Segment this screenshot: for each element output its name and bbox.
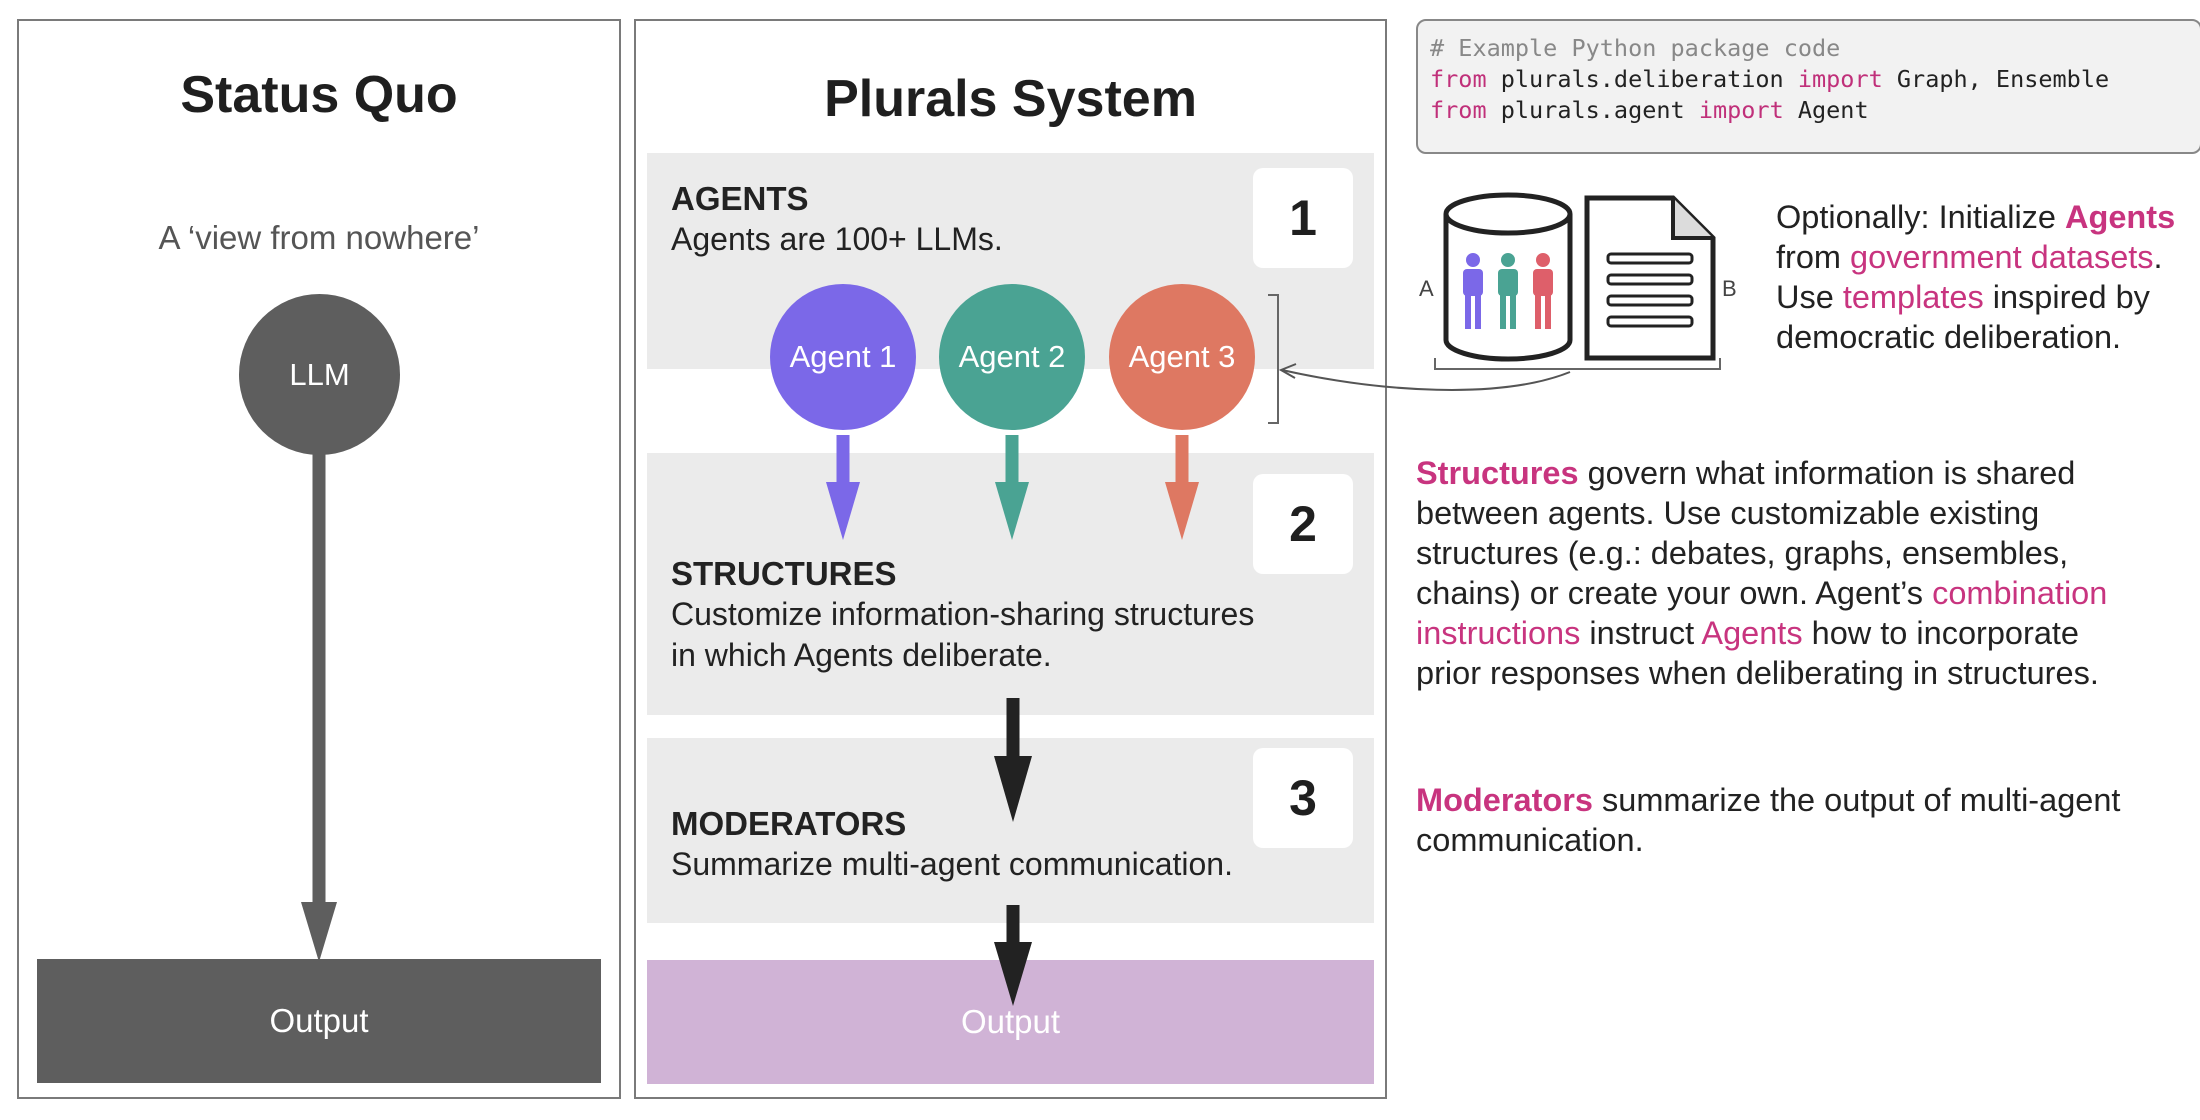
code-keyword: import bbox=[1797, 65, 1883, 93]
init-text: Use bbox=[1776, 279, 1843, 315]
code-text: Graph, Ensemble bbox=[1882, 65, 2110, 93]
agent-node-2: Agent 2 bbox=[939, 284, 1085, 430]
structures-text: govern what information is shared bbox=[1578, 455, 2076, 491]
structures-text: structures (e.g.: debates, graphs, ensem… bbox=[1416, 535, 2069, 571]
datasets-term: government datasets bbox=[1850, 239, 2154, 275]
moderators-number-badge: 3 bbox=[1253, 748, 1353, 848]
structures-text: prior responses when deliberating in str… bbox=[1416, 655, 2099, 691]
structures-description-line: Customize information-sharing structures bbox=[671, 596, 1255, 632]
illustration-label-a: A bbox=[1419, 276, 1434, 301]
code-keyword: from bbox=[1430, 65, 1487, 93]
init-text: inspired by bbox=[1983, 279, 2150, 315]
moderators-text: summarize the output of multi-agent bbox=[1592, 782, 2121, 818]
code-text: plurals.agent bbox=[1486, 96, 1699, 124]
agent-node-label: Agent 1 bbox=[789, 339, 897, 374]
document-icon bbox=[1584, 195, 1716, 361]
person-icon bbox=[1533, 253, 1553, 329]
structures-heading: STRUCTURES bbox=[671, 555, 897, 592]
code-snippet: # Example Python package code from plura… bbox=[1416, 19, 2200, 154]
person-icon bbox=[1498, 253, 1518, 329]
combination-term: combination bbox=[1932, 575, 2108, 611]
structures-text: chains) or create your own. Agent’s bbox=[1416, 575, 1933, 611]
agents-description: Agents are 100+ LLMs. bbox=[671, 221, 1003, 257]
templates-term: templates bbox=[1842, 279, 1984, 315]
agent-node-3: Agent 3 bbox=[1109, 284, 1255, 430]
moderators-explanation: Moderators summarize the output of multi… bbox=[1416, 780, 2120, 860]
llm-node-label: LLM bbox=[289, 356, 350, 392]
moderators-term: Moderators bbox=[1416, 782, 1593, 818]
init-text: democratic deliberation. bbox=[1776, 319, 2122, 355]
moderators-description: Summarize multi-agent communication. bbox=[671, 846, 1233, 882]
init-text: from bbox=[1776, 239, 1851, 275]
status-quo-subtitle: A ‘view from nowhere’ bbox=[158, 219, 480, 256]
plurals-title: Plurals System bbox=[824, 70, 1197, 128]
status-quo-title: Status Quo bbox=[180, 66, 458, 124]
structures-text: instruct bbox=[1580, 615, 1702, 651]
structures-description-line: in which Agents deliberate. bbox=[671, 636, 1052, 673]
agents-term: Agents bbox=[2065, 199, 2176, 235]
agents-heading: AGENTS bbox=[671, 180, 809, 217]
init-explanation: Optionally: Initialize Agents from gover… bbox=[1776, 197, 2175, 357]
structures-description: Customize information-sharing structures… bbox=[671, 594, 1254, 676]
code-text: plurals.deliberation bbox=[1486, 65, 1798, 93]
status-quo-output-label: Output bbox=[269, 1002, 369, 1039]
init-text: Optionally: Initialize bbox=[1776, 199, 2066, 235]
agents-term: Agents bbox=[1701, 615, 1803, 651]
structures-number-badge: 2 bbox=[1253, 474, 1353, 574]
structures-text: how to incorporate bbox=[1802, 615, 2080, 651]
structures-text: between agents. Use customizable existin… bbox=[1416, 495, 2040, 531]
structures-explanation: Structures govern what information is sh… bbox=[1416, 453, 2107, 693]
agents-number-badge: 1 bbox=[1253, 168, 1353, 268]
person-icon bbox=[1463, 253, 1483, 329]
instructions-term: instructions bbox=[1416, 615, 1581, 651]
moderators-text: communication. bbox=[1416, 822, 1644, 858]
moderators-heading: MODERATORS bbox=[671, 805, 907, 842]
code-keyword: from bbox=[1430, 96, 1487, 124]
status-quo-output: Output bbox=[37, 959, 601, 1083]
illustration-label-b: B bbox=[1722, 276, 1737, 301]
code-keyword: import bbox=[1698, 96, 1784, 124]
plurals-output-label: Output bbox=[960, 1003, 1061, 1040]
code-text: Agent bbox=[1783, 96, 1869, 124]
agent-node-label: Agent 3 bbox=[1128, 339, 1236, 374]
init-text: . bbox=[2153, 239, 2163, 275]
structures-term: Structures bbox=[1416, 455, 1579, 491]
agent-node-1: Agent 1 bbox=[770, 284, 916, 430]
llm-node: LLM bbox=[239, 294, 400, 455]
code-comment: # Example Python package code bbox=[1430, 34, 1841, 62]
agent-node-label: Agent 2 bbox=[958, 339, 1066, 374]
